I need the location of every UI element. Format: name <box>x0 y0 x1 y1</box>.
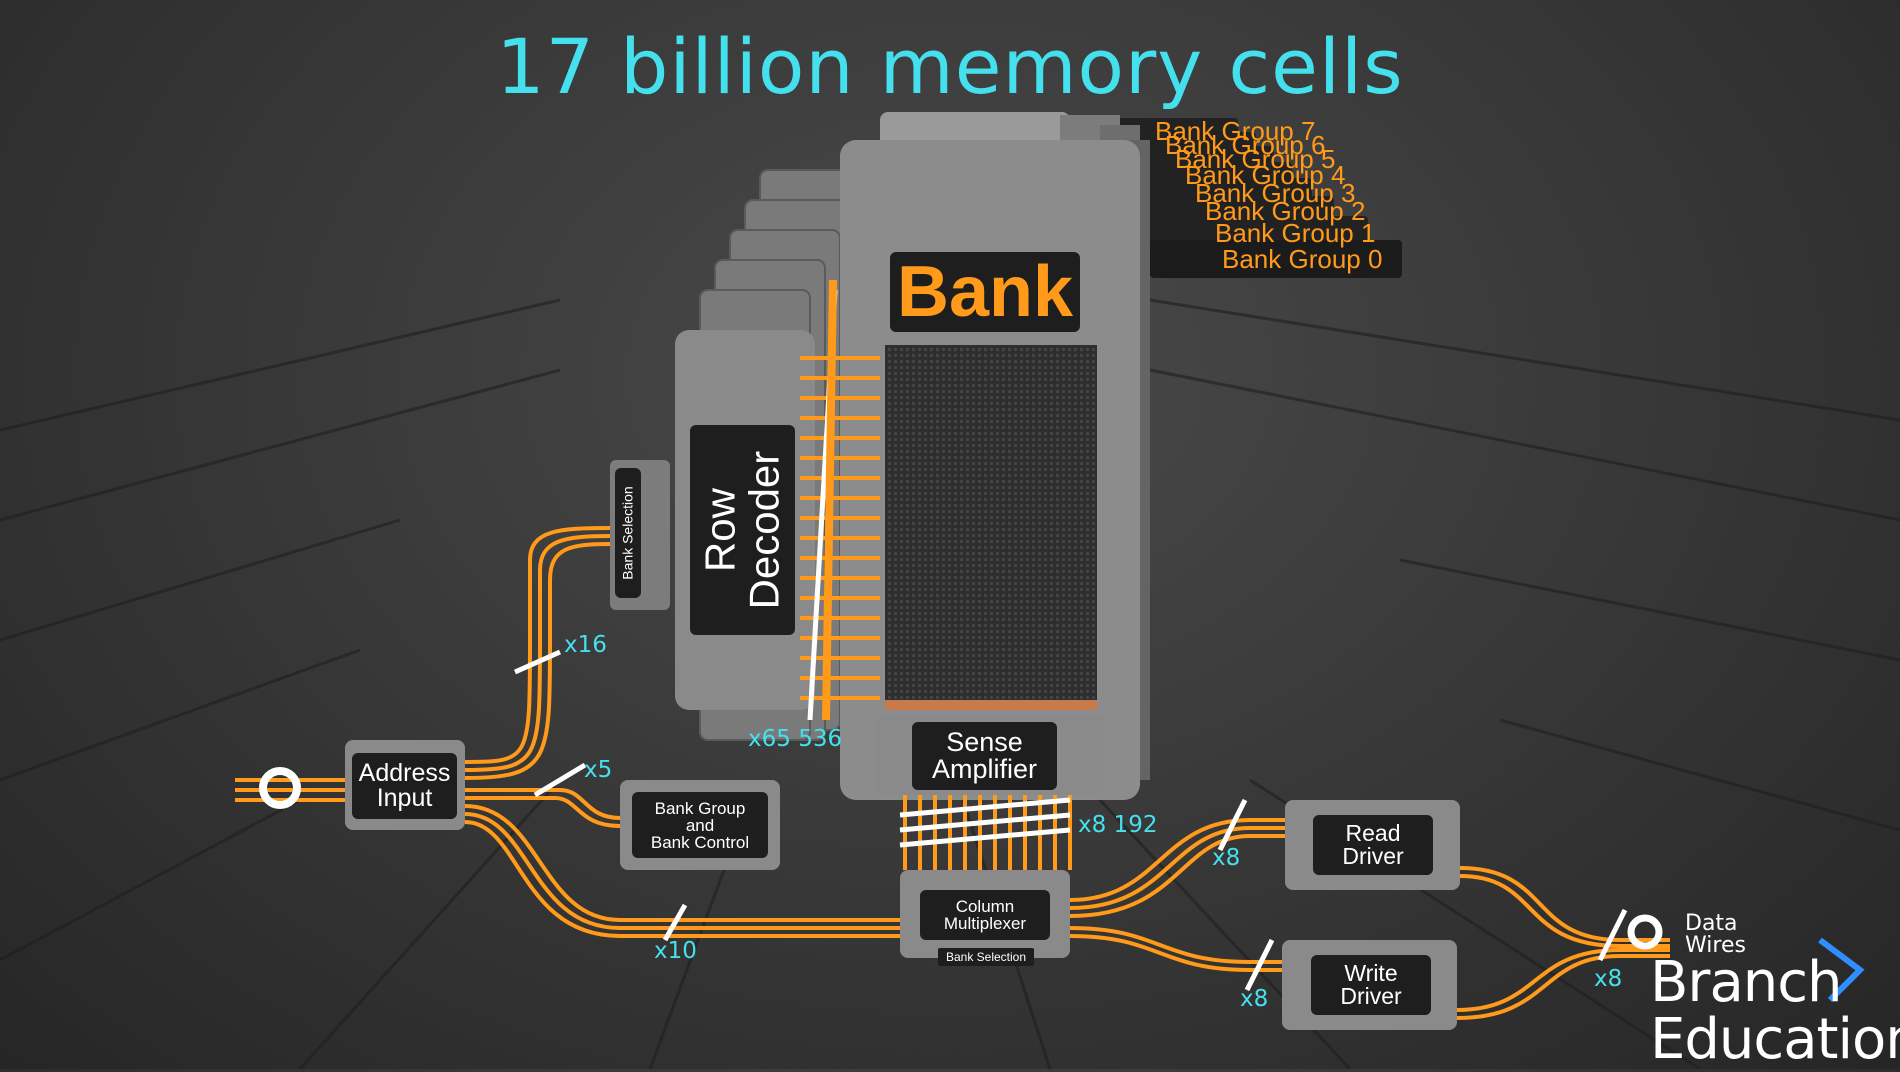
bank-group-6-label: Bank Group 6 <box>1165 130 1325 160</box>
count-x65536: x65 536 <box>748 726 843 752</box>
sense-amplifier-label: Sense Amplifier <box>912 722 1057 790</box>
count-x8-data: x8 <box>1594 966 1623 992</box>
count-x10: x10 <box>654 938 697 964</box>
count-x8192: x8 192 <box>1078 812 1158 838</box>
address-input-label: Address Input <box>352 753 457 819</box>
bitline-slashes <box>899 797 1071 848</box>
bank-group-5-label: Bank Group 5 <box>1175 144 1335 174</box>
bank-group-1-label: Bank Group 1 <box>1215 218 1375 248</box>
bitline-strip <box>885 700 1097 710</box>
row-decoder-label: Row Decoder <box>690 425 795 635</box>
bus-slash-markers <box>513 649 1628 992</box>
row-decoder-bus <box>822 279 837 721</box>
bank-group-3-label: Bank Group 3 <box>1195 178 1355 208</box>
read-driver-label: Read Driver <box>1313 815 1433 875</box>
wires <box>235 526 1670 1020</box>
bank-group-7-label: Bank Group 7 <box>1155 116 1315 146</box>
bank-group-4-label: Bank Group 4 <box>1185 160 1345 190</box>
page-title: 17 billion memory cells <box>496 22 1404 111</box>
bank-selection-small-label: Bank Selection <box>938 948 1034 966</box>
count-x5: x5 <box>584 757 613 783</box>
logo-arrow-icon <box>1818 937 1865 1003</box>
column-multiplexer-label: Column Multiplexer <box>920 890 1050 940</box>
input-connector-icon <box>259 767 301 809</box>
bank-group-stack: Bank Group 7 Bank Group 6 Bank Group 5 B… <box>1078 116 1402 278</box>
data-connector-icon <box>1627 914 1663 950</box>
count-x8-write: x8 <box>1240 986 1269 1012</box>
count-x16: x16 <box>564 632 607 658</box>
bank-selection-label: Bank Selection <box>615 468 641 598</box>
data-wires-label: Data Wires <box>1685 911 1746 958</box>
memory-cell-array <box>885 345 1097 707</box>
bank-selection-text: Bank Selection <box>620 486 636 580</box>
logo-branch: Branch <box>1650 950 1843 1015</box>
bank-label: Bank <box>890 252 1080 332</box>
count-x8-read: x8 <box>1212 845 1241 871</box>
bank-group-control-label: Bank Group and Bank Control <box>632 792 768 858</box>
bank-group-2-label: Bank Group 2 <box>1205 196 1365 226</box>
row-decoder-text: Row Decoder <box>696 450 788 610</box>
logo-education: Education <box>1650 1007 1900 1072</box>
bank-group-0-label: Bank Group 0 <box>1222 244 1382 274</box>
write-driver-label: Write Driver <box>1311 955 1431 1015</box>
